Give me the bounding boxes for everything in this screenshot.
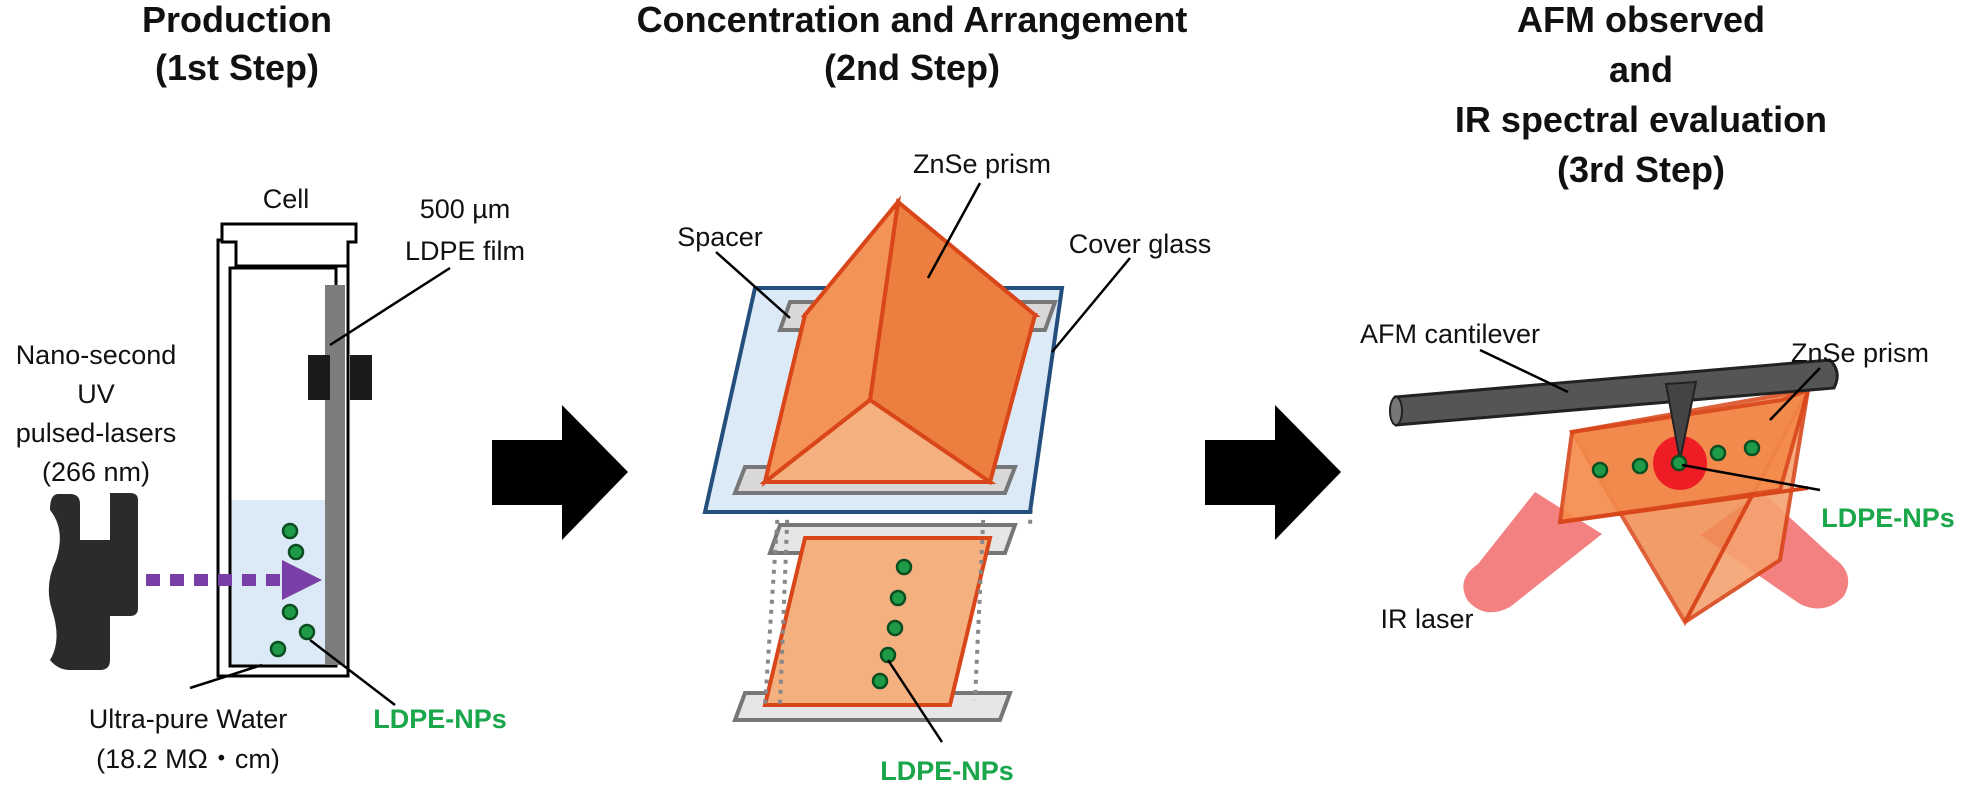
- cantilever-leader-line: [1479, 348, 1569, 394]
- prism-step3-label: ZnSe prism: [1791, 338, 1929, 368]
- laser-label-line1: Nano-second: [16, 340, 177, 370]
- step3-title-line2: and: [1609, 49, 1673, 90]
- prism3-leader-line: [1769, 367, 1821, 421]
- afm-cantilever-icon: [1389, 358, 1839, 461]
- afm-cantilever-label: AFM cantilever: [1360, 319, 1540, 349]
- water-label-line2: (18.2 MΩ・cm): [96, 744, 280, 774]
- prism-footprint: [762, 536, 993, 707]
- water-leader-line: [189, 663, 263, 690]
- step1-title: Production (1st Step): [142, 0, 332, 88]
- nanoparticle: [1591, 461, 1609, 479]
- nps3-leader-line: [1681, 463, 1821, 492]
- ir-laser-label: IR laser: [1380, 604, 1473, 634]
- step1-title-line2: (1st Step): [155, 47, 319, 88]
- nanoparticle: [281, 522, 299, 540]
- step2-title: Concentration and Arrangement (2nd Step): [637, 0, 1188, 88]
- step3-title-line4: (3rd Step): [1557, 149, 1725, 190]
- cell-cap: [220, 222, 358, 268]
- step3-title-line1: AFM observed: [1517, 0, 1765, 40]
- nanoparticle: [1670, 454, 1688, 472]
- nanoparticle: [871, 672, 889, 690]
- step3-title-line3: IR spectral evaluation: [1455, 99, 1827, 140]
- nanoparticle: [1743, 439, 1761, 457]
- nanoparticle: [269, 640, 287, 658]
- zinc-selenide-prism: [759, 195, 1041, 488]
- cell-label: Cell: [263, 184, 310, 214]
- film-holder-left: [308, 355, 330, 400]
- nps-step1-label: LDPE-NPs: [373, 704, 507, 734]
- nanoparticle: [298, 623, 316, 641]
- process-arrow-icon: [492, 405, 628, 540]
- step1-title-line1: Production: [142, 0, 332, 40]
- laser-beam-arrowhead: [282, 560, 322, 600]
- nanoparticle: [287, 543, 305, 561]
- spacer-leader-line: [715, 251, 791, 319]
- cover-glass-leader-line: [1051, 257, 1131, 353]
- nps-step3-label: LDPE-NPs: [1821, 503, 1955, 533]
- projection-line: [763, 479, 782, 706]
- film-label-line2: LDPE film: [405, 236, 525, 266]
- laser-label-line4: (266 nm): [42, 457, 150, 487]
- step3-title: AFM observed and IR spectral evaluation …: [1455, 0, 1827, 190]
- nanoparticle: [895, 558, 913, 576]
- nps-step2-label: LDPE-NPs: [880, 756, 1014, 786]
- nanoparticle: [281, 603, 299, 621]
- nanoparticle: [879, 646, 897, 664]
- nps1-leader-line: [309, 639, 396, 706]
- projection-line: [973, 479, 987, 701]
- prism-face-bottom: [759, 397, 997, 484]
- step2-concentration: ZnSe prism Spacer Cover glass LDPE-NPs: [677, 149, 1211, 786]
- step2-title-line2: (2nd Step): [824, 47, 1000, 88]
- film-label-line1: 500 µm: [420, 194, 511, 224]
- spacer-label: Spacer: [677, 222, 763, 252]
- process-arrow-icon: [1205, 405, 1341, 540]
- uv-laser-icon: [48, 493, 138, 670]
- film-leader-line: [329, 266, 451, 347]
- nps2-leader-line: [886, 659, 944, 743]
- step2-title-line1: Concentration and Arrangement: [637, 0, 1188, 40]
- nanoparticle: [1709, 444, 1727, 462]
- laser-label-line2: UV: [77, 379, 115, 409]
- prism3-edge: [1559, 486, 1809, 524]
- nanoparticle: [886, 619, 904, 637]
- film-holder-right: [350, 355, 372, 400]
- cover-glass-label: Cover glass: [1069, 229, 1212, 259]
- nanoparticle: [889, 589, 907, 607]
- water-label-line1: Ultra-pure Water: [89, 704, 288, 734]
- step3-evaluation: AFM cantilever ZnSe prism LDPE-NPs IR la…: [1360, 319, 1955, 634]
- nanoparticle: [1631, 457, 1649, 475]
- prism-step2-label: ZnSe prism: [913, 149, 1051, 179]
- prism2-leader-line: [926, 182, 982, 279]
- laser-label-line3: pulsed-lasers: [16, 418, 177, 448]
- step1-production: Cell 500 µm LDPE film Nano-second UV pul…: [16, 184, 525, 774]
